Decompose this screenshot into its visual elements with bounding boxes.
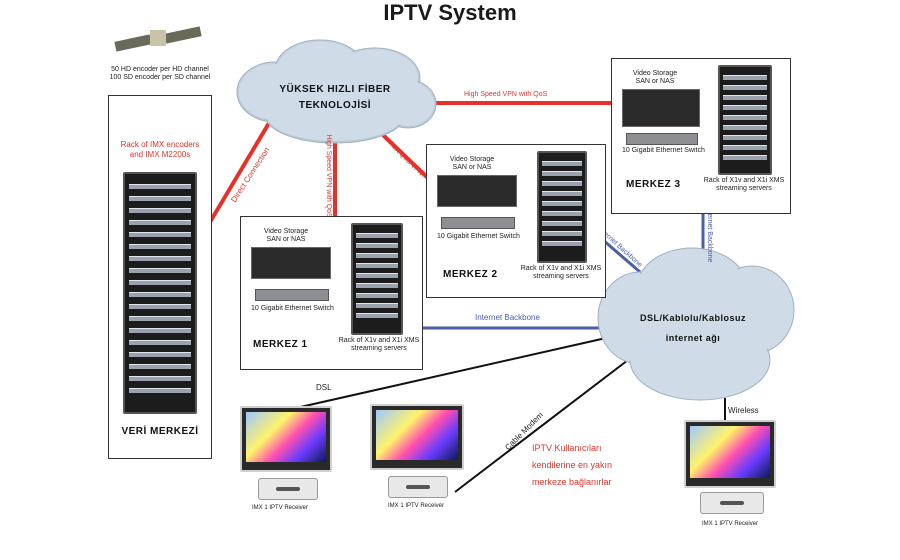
center-1-switch-caption: 10 Gigabit Ethernet Switch [251, 305, 334, 312]
fast-qos-line [381, 133, 432, 182]
center-3-storage [622, 89, 700, 127]
receiver-2-label: IMX 1 IPTV Receiver [388, 503, 445, 509]
receiver-3 [700, 492, 764, 514]
center-3-servers-2: streaming servers [716, 185, 772, 192]
center-1-label: MERKEZ 1 [253, 339, 308, 350]
center-3-switch [626, 133, 698, 145]
satellite-caption-2: 100 SD encoder per SD channel [109, 74, 211, 81]
dsl-line [295, 337, 607, 409]
internet-cloud-line-1: DSL/Kablolu/Kablosuz [639, 313, 746, 323]
center-1-storage [251, 247, 331, 279]
center-2-servers-caption: Rack of X1v and X1i XMS streaming server… [519, 265, 603, 281]
center-1-server-rack [351, 223, 403, 335]
data-center-rack-caption-2: and IMX M2200s [129, 150, 191, 159]
iptv-users-note: IPTV Kullanıcıları kendilerine en yakın … [532, 440, 672, 491]
backbone-label: Internet Backbone [475, 313, 540, 322]
data-center-rack-caption: Rack of IMX encoders and IMX M2200s [109, 140, 211, 160]
data-center-box: Rack of IMX encoders and IMX M2200s VERİ… [108, 95, 212, 459]
cable-line [454, 359, 629, 493]
center-3-storage-2: SAN or NAS [635, 78, 675, 85]
center-2-servers-2: streaming servers [533, 273, 589, 280]
center-1-box: Video Storage SAN or NAS 10 Gigabit Ethe… [240, 216, 423, 370]
center-3-box: Video Storage SAN or NAS 10 Gigabit Ethe… [611, 58, 791, 214]
note-line-3: merkeze bağlanırlar [532, 477, 612, 487]
receiver-1-label: IMX 1 IPTV Receiver [252, 505, 309, 511]
satellite-caption: 50 HD encoder per HD channel 100 SD enco… [100, 66, 220, 82]
note-line-2: kendilerine en yakın [532, 460, 613, 470]
center-3-servers-1: Rack of X1v and X1i XMS [703, 177, 785, 184]
center-2-storage-caption: Video Storage SAN or NAS [447, 156, 497, 172]
data-center-rack-caption-1: Rack of IMX encoders [120, 140, 200, 149]
center-1-storage-2: SAN or NAS [266, 236, 306, 243]
center-1-servers-caption: Rack of X1v and X1i XMS streaming server… [337, 337, 421, 353]
center-3-storage-1: Video Storage [632, 70, 678, 77]
center-2-switch-caption: 10 Gigabit Ethernet Switch [437, 233, 520, 240]
internet-cloud-line-2: internet ağı [665, 333, 721, 343]
center-3-switch-caption: 10 Gigabit Ethernet Switch [622, 147, 705, 154]
wireless-label: Wireless [728, 406, 759, 415]
center-2-storage-2: SAN or NAS [452, 164, 492, 171]
internet-cloud-label: DSL/Kablolu/Kablosuz internet ağı [618, 308, 768, 348]
center-2-box: Video Storage SAN or NAS 10 Gigabit Ethe… [426, 144, 606, 298]
center-1-switch [255, 289, 329, 301]
vpn-qos-label: High Speed VPN with QoS [464, 91, 548, 98]
satellite-caption-1: 50 HD encoder per HD channel [111, 66, 209, 73]
center-2-switch [441, 217, 515, 229]
center-3-storage-caption: Video Storage SAN or NAS [630, 70, 680, 86]
backbone-diag-line [602, 238, 641, 274]
fiber-cloud-line-1: YÜKSEK HIZLI FİBER [279, 84, 391, 95]
dsl-label: DSL [316, 383, 332, 392]
note-line-1: IPTV Kullanıcıları [532, 443, 602, 453]
tv-1 [240, 406, 332, 472]
data-center-label: VERİ MERKEZİ [121, 426, 199, 437]
receiver-1 [258, 478, 318, 500]
receiver-3-label: IMX 1 IPTV Receiver [702, 521, 759, 527]
center-2-servers-1: Rack of X1v and X1i XMS [520, 265, 602, 272]
vpn-vertical-label: High Speed VPN with QoS [325, 134, 332, 218]
tv-2 [370, 404, 464, 470]
tv-3 [684, 420, 776, 488]
satellite-icon [114, 26, 202, 52]
encoder-rack [123, 172, 197, 414]
center-2-server-rack [537, 151, 587, 263]
receiver-2 [388, 476, 448, 498]
center-2-label: MERKEZ 2 [443, 269, 498, 280]
center-1-servers-1: Rack of X1v and X1i XMS [338, 337, 420, 344]
center-3-server-rack [718, 65, 772, 175]
center-2-storage [437, 175, 517, 207]
center-1-storage-1: Video Storage [263, 228, 309, 235]
page-title: IPTV System [383, 0, 517, 25]
center-3-servers-caption: Rack of X1v and X1i XMS streaming server… [702, 177, 786, 193]
center-1-servers-2: streaming servers [351, 345, 407, 352]
center-1-storage-caption: Video Storage SAN or NAS [261, 228, 311, 244]
fiber-cloud-line-2: TEKNOLOJİSİ [298, 100, 372, 111]
direct-connection-line [208, 116, 274, 224]
fiber-cloud-label: YÜKSEK HIZLI FİBER TEKNOLOJİSİ [255, 82, 415, 114]
center-2-storage-1: Video Storage [449, 156, 495, 163]
center-3-label: MERKEZ 3 [626, 179, 681, 190]
